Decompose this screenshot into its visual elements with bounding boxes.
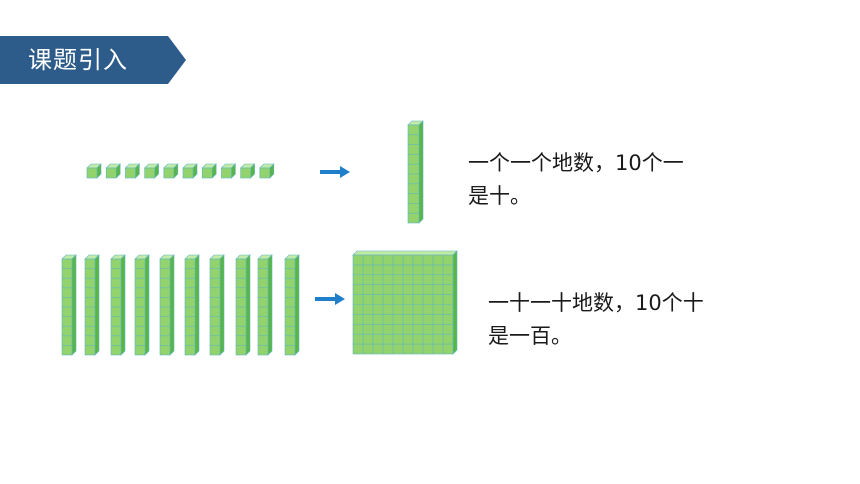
unit-cube-7-front bbox=[201, 167, 213, 179]
unit-cube-2 bbox=[105, 163, 121, 179]
arrow-1-head bbox=[340, 166, 350, 178]
ten-rod-single bbox=[407, 120, 424, 224]
arrow-right-icon-2 bbox=[315, 293, 345, 305]
unit-cube-3 bbox=[124, 163, 141, 179]
ten-rod-8 bbox=[235, 254, 251, 356]
ten-rod-3 bbox=[110, 254, 126, 356]
description-tens-line1: 一十一十地数，10个十 bbox=[488, 291, 704, 315]
ten-rod-single-side bbox=[418, 120, 424, 224]
description-tens-line2: 是一百。 bbox=[488, 324, 572, 348]
page-title: 课题引入 bbox=[28, 46, 128, 74]
arrow-right-icon bbox=[320, 166, 350, 178]
banner-shape bbox=[0, 36, 186, 84]
ten-rods-group bbox=[61, 254, 300, 356]
unit-cube-1-front bbox=[86, 167, 98, 179]
unit-cube-10 bbox=[259, 163, 275, 179]
unit-cube-7 bbox=[201, 163, 217, 179]
ten-rod-7 bbox=[209, 254, 225, 356]
unit-cube-4-front bbox=[144, 167, 155, 179]
ten-rod-2-side bbox=[94, 254, 100, 356]
ten-rod-6-side bbox=[194, 254, 200, 356]
hundred-flat-square-side bbox=[452, 250, 458, 355]
hundred-flat-square-top bbox=[352, 250, 458, 256]
ten-rod-4-side bbox=[144, 254, 150, 356]
unit-cube-8-front bbox=[221, 167, 232, 179]
title-banner: 课题引入 bbox=[0, 36, 186, 84]
ten-rod bbox=[407, 120, 424, 224]
ten-rod-7-side bbox=[219, 254, 225, 356]
ten-rod-5-side bbox=[169, 254, 175, 356]
ten-rod-6 bbox=[184, 254, 200, 356]
ten-rod-10-side bbox=[294, 254, 300, 356]
description-tens: 一十一十地数，10个十 是一百。 bbox=[488, 287, 704, 353]
description-ones: 一个一个地数，10个一 是十。 bbox=[468, 147, 684, 213]
hundred-flat bbox=[352, 250, 458, 355]
unit-cube-10-front bbox=[259, 167, 271, 179]
ten-rod-8-side bbox=[245, 254, 251, 356]
unit-cube-5-front bbox=[163, 167, 175, 179]
unit-cube-6-front bbox=[182, 167, 194, 179]
ten-rod-1-side bbox=[71, 254, 77, 356]
hundred-flat-square bbox=[352, 250, 458, 355]
ten-rod-9-side bbox=[267, 254, 273, 356]
unit-cube-8 bbox=[220, 163, 237, 179]
unit-cube-4 bbox=[143, 163, 160, 179]
ten-rod-9 bbox=[257, 254, 273, 356]
unit-cube-1 bbox=[86, 163, 102, 179]
ten-unit-cubes bbox=[86, 163, 275, 179]
arrow-2-head bbox=[335, 293, 345, 305]
description-ones-line2: 是十。 bbox=[468, 184, 531, 208]
ten-rod-1 bbox=[61, 254, 77, 356]
unit-cube-6 bbox=[182, 163, 198, 179]
unit-cube-3-front bbox=[125, 167, 136, 179]
ten-rod-4 bbox=[134, 254, 150, 356]
ten-rod-10 bbox=[284, 254, 300, 356]
unit-cube-9 bbox=[239, 163, 256, 179]
unit-cube-2-front bbox=[105, 167, 117, 179]
description-ones-line1: 一个一个地数，10个一 bbox=[468, 151, 684, 175]
ten-rod-3-side bbox=[120, 254, 126, 356]
ten-rod-2 bbox=[84, 254, 100, 356]
unit-cube-9-front bbox=[240, 167, 251, 179]
unit-cube-5 bbox=[163, 163, 179, 179]
ten-rod-5 bbox=[159, 254, 175, 356]
